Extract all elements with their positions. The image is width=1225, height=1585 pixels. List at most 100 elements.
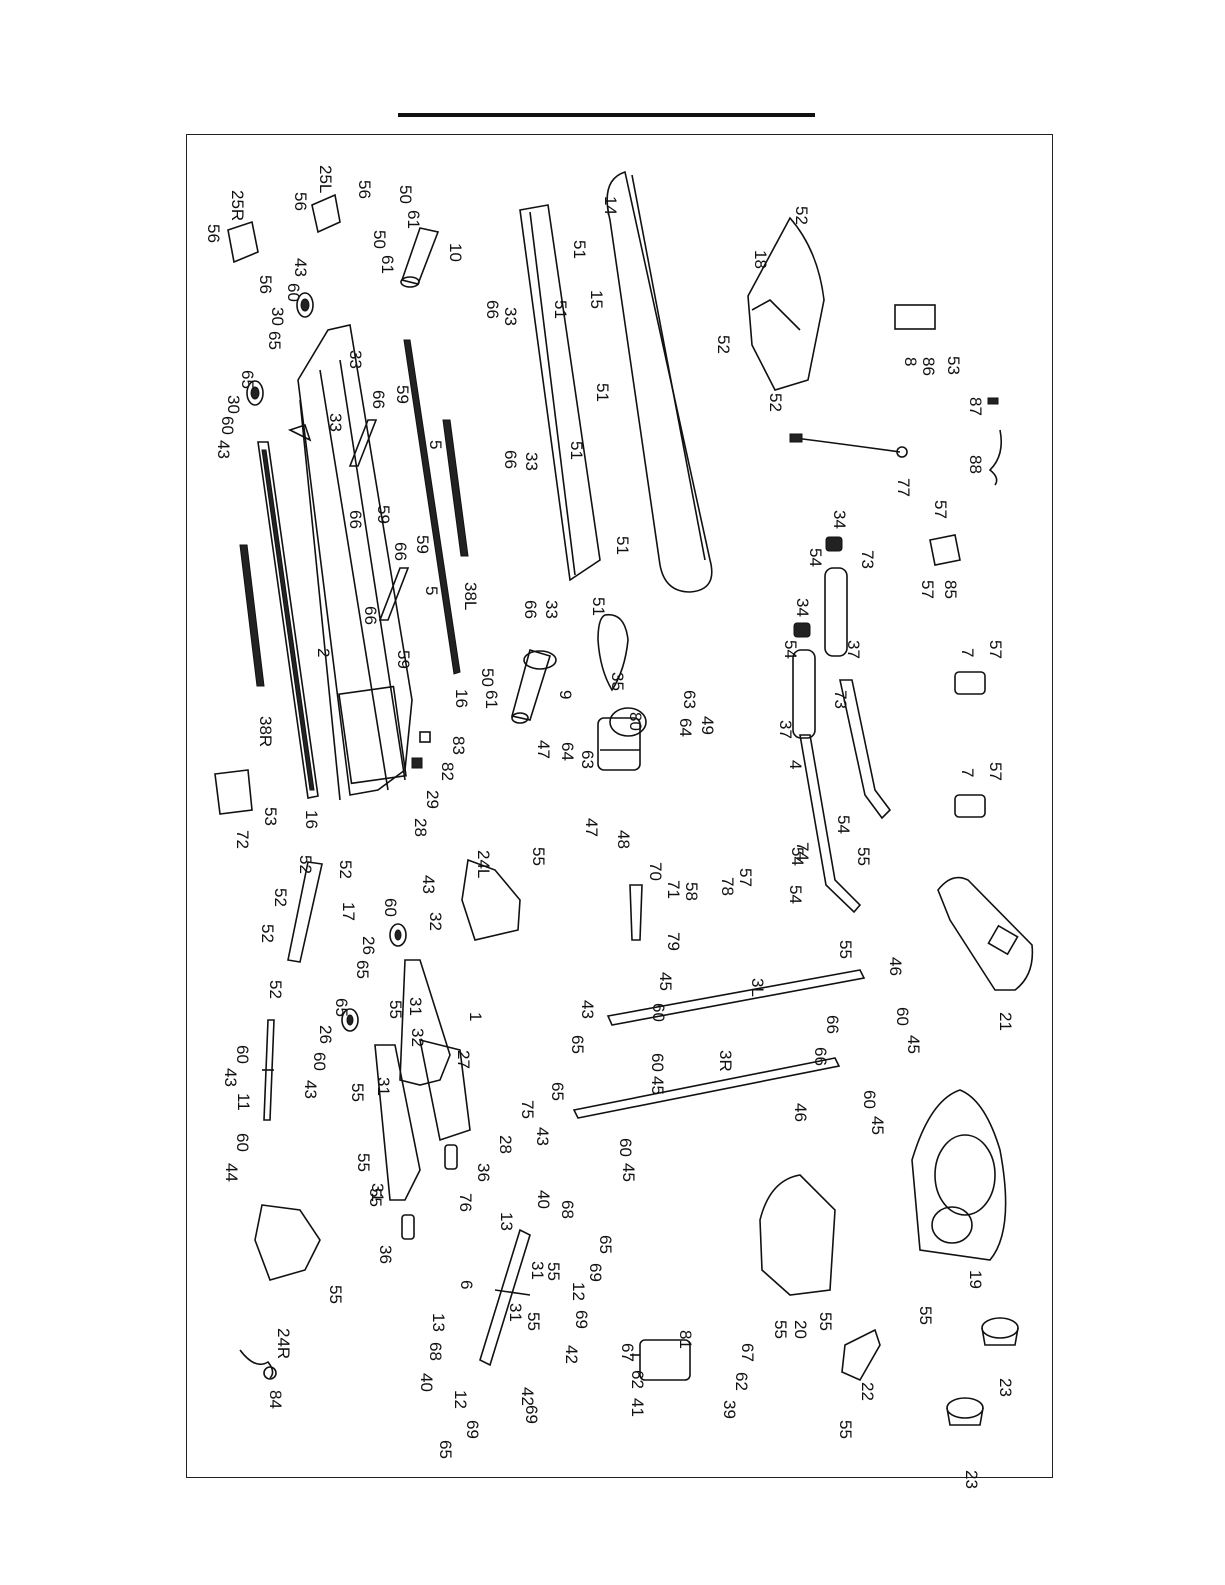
part-label-p51d: 51 [567, 441, 586, 460]
part-label-p43e: 43 [221, 1068, 240, 1087]
part-label-p33b: 33 [346, 350, 365, 369]
part-label-p73a: 73 [858, 550, 877, 569]
part-label-p1: 1 [466, 1012, 485, 1021]
part-label-p47b: 47 [582, 818, 601, 837]
exploded-parts-diagram: 123L3R4556778910111212131314151616171819… [204, 165, 1034, 1489]
part-label-p55k: 55 [816, 1312, 835, 1331]
part-label-p65g: 65 [596, 1235, 615, 1254]
lift-cylinder [262, 1019, 275, 1121]
part-label-p52c: 52 [766, 393, 785, 412]
part-label-p51a: 51 [570, 240, 589, 259]
part-label-p54e: 54 [786, 885, 805, 904]
part-label-p69b: 69 [572, 1310, 591, 1329]
part-label-p52e: 52 [336, 860, 355, 879]
part-label-p57d: 57 [986, 762, 1005, 781]
part-label-p64a: 64 [676, 718, 695, 737]
part-label-p72: 72 [233, 830, 252, 849]
part-label-p87: 87 [966, 397, 985, 416]
part-label-p21: 21 [996, 1012, 1015, 1031]
part-label-p33c: 33 [326, 413, 345, 432]
part-label-p56c: 56 [204, 224, 223, 243]
part-label-p25l: 25L [316, 165, 335, 193]
wire [988, 429, 1003, 486]
part-label-p66b: 66 [369, 390, 388, 409]
part-label-p31d: 31 [528, 1261, 547, 1280]
part-label-p27: 27 [454, 1050, 473, 1069]
part-label-p45b: 45 [904, 1035, 923, 1054]
part-label-p55l: 55 [771, 1320, 790, 1339]
part-label-p19: 19 [966, 1270, 985, 1289]
part-label-p3r: 3R [716, 1050, 735, 1072]
part-label-p54c: 54 [834, 815, 853, 834]
part-label-p33a: 33 [501, 307, 520, 326]
part-label-p55f: 55 [354, 1153, 373, 1172]
part-label-p70: 70 [646, 862, 665, 881]
part-label-p16b: 16 [302, 810, 321, 829]
part-label-p60i: 60 [860, 1090, 879, 1109]
front-wheel-lower [341, 1008, 359, 1032]
part-label-p35: 35 [608, 672, 627, 691]
part-label-p37a: 37 [844, 640, 863, 659]
part-label-p61a: 61 [404, 210, 423, 229]
part-label-p60e: 60 [893, 1007, 912, 1026]
part-label-p51e: 51 [613, 536, 632, 555]
front-wheel-upper [389, 923, 407, 947]
part-label-p13b: 13 [429, 1313, 448, 1332]
part-label-p32a: 32 [426, 912, 445, 931]
part-label-p65b: 65 [238, 370, 257, 389]
part-label-p48: 48 [614, 830, 633, 849]
part-label-p57b: 57 [918, 580, 937, 599]
part-label-p39: 39 [720, 1400, 739, 1419]
part-label-p61b: 61 [378, 255, 397, 274]
part-label-p73b: 73 [831, 690, 850, 709]
rail-pair [348, 419, 410, 621]
part-label-p5b: 5 [422, 586, 441, 595]
handle-cap-lower [793, 622, 811, 638]
part-label-p36a: 36 [474, 1163, 493, 1182]
part-label-p40b: 40 [417, 1373, 436, 1392]
rear-roller [400, 227, 440, 288]
part-label-p10: 10 [446, 243, 465, 262]
part-label-p82: 82 [438, 762, 457, 781]
part-label-p46a: 46 [886, 957, 905, 976]
motor-hood [747, 216, 825, 391]
part-label-p5a: 5 [426, 440, 445, 449]
deck-board [519, 204, 601, 582]
clip [987, 397, 999, 405]
part-label-p69d: 69 [463, 1420, 482, 1439]
part-label-p75: 75 [518, 1100, 537, 1119]
part-label-p60c: 60 [381, 898, 400, 917]
part-label-p52f: 52 [271, 888, 290, 907]
part-label-p26b: 26 [316, 1025, 335, 1044]
part-label-p55g: 55 [366, 1188, 385, 1207]
part-label-p60f: 60 [233, 1045, 252, 1064]
part-label-p42b: 42 [518, 1387, 537, 1406]
part-label-p6: 6 [457, 1280, 476, 1289]
part-label-p71: 71 [664, 880, 683, 899]
part-label-p29: 29 [423, 790, 442, 809]
console-housing [911, 1089, 1007, 1261]
part-label-p57a: 57 [931, 500, 950, 519]
part-label-p55h: 55 [326, 1285, 345, 1304]
part-label-p45d: 45 [868, 1116, 887, 1135]
part-label-p30b: 30 [224, 395, 243, 414]
part-label-p65f: 65 [548, 1082, 567, 1101]
part-label-p66d: 66 [346, 510, 365, 529]
part-label-p66f: 66 [361, 606, 380, 625]
console-cover [759, 1174, 836, 1296]
part-label-p52d: 52 [296, 855, 315, 874]
bracket [214, 769, 253, 815]
part-label-p40a: 40 [534, 1190, 553, 1209]
part-label-p54b: 54 [781, 640, 800, 659]
part-label-p11: 11 [234, 1093, 253, 1111]
console [937, 876, 1034, 991]
part-label-p55j: 55 [524, 1312, 543, 1331]
part-label-p30a: 30 [268, 307, 287, 326]
part-label-p47a: 47 [534, 740, 553, 759]
part-label-p49: 49 [698, 716, 717, 735]
part-label-p80: 80 [626, 712, 645, 731]
handle-grip-lower [792, 649, 816, 739]
part-label-p23b: 23 [962, 1470, 981, 1489]
part-label-p66a: 66 [483, 300, 502, 319]
belt-guard [629, 884, 643, 941]
